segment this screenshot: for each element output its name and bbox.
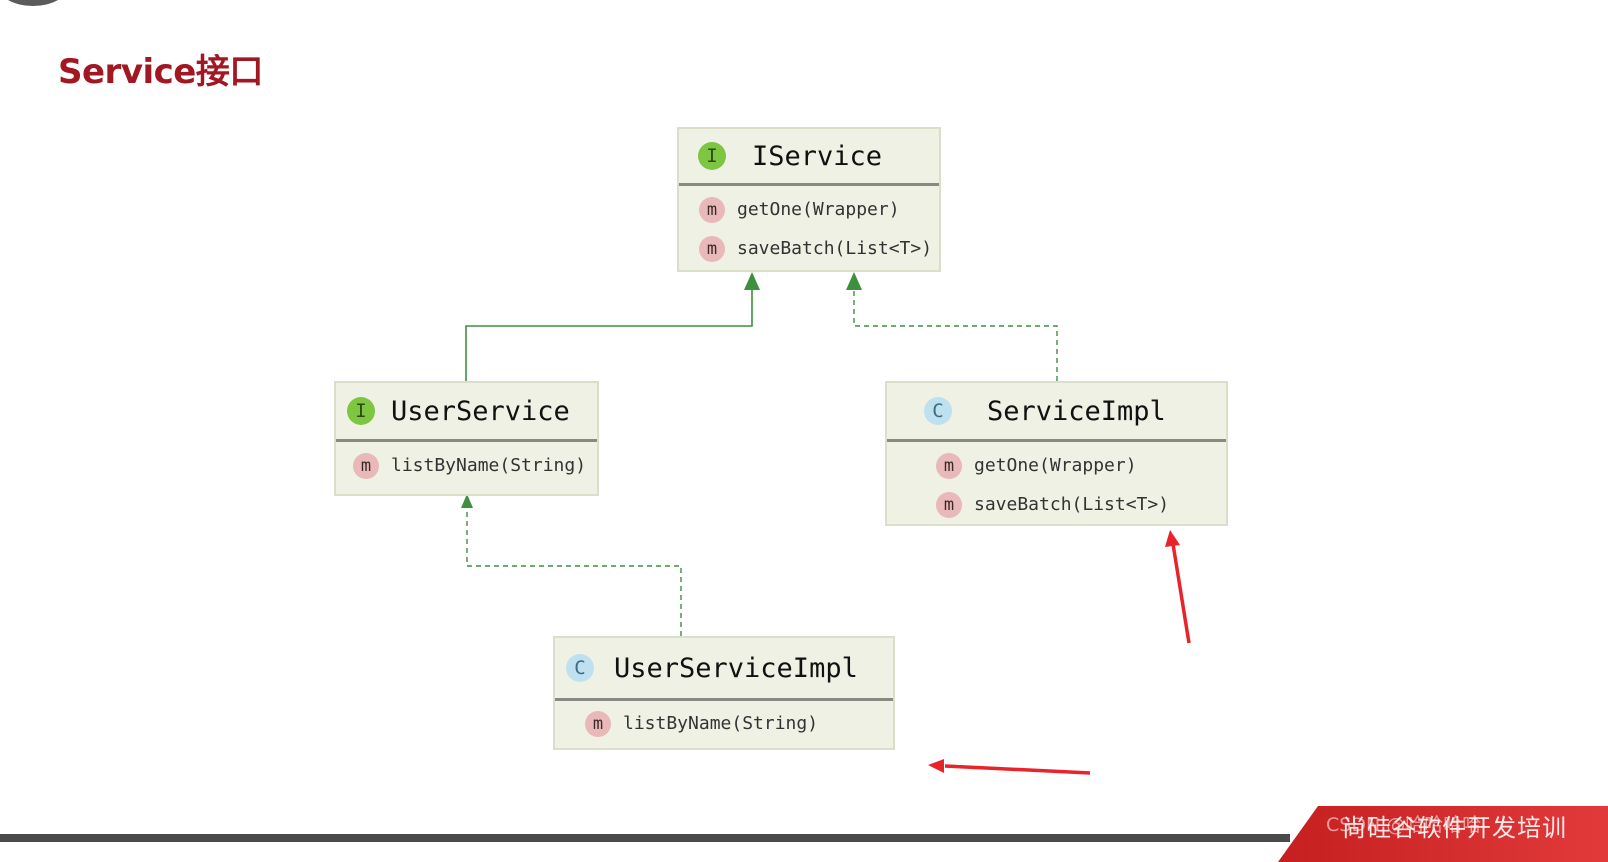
annotation-arrow-left xyxy=(944,764,1091,775)
class-name: UserServiceImpl xyxy=(614,652,858,684)
member-row: m listByName(String) xyxy=(336,446,597,485)
class-header: I UserService xyxy=(336,383,597,442)
member-label: saveBatch(List<T>) xyxy=(737,238,933,259)
extends-arrowhead xyxy=(744,272,760,290)
class-box-iservice: I IService m getOne(Wrapper) m saveBatch… xyxy=(677,127,941,272)
class-box-userserviceimpl: C UserServiceImpl m listByName(String) xyxy=(553,636,895,750)
member-label: getOne(Wrapper) xyxy=(974,455,1137,476)
implements-line-userserviceimpl xyxy=(466,508,682,636)
watermark-background xyxy=(1278,806,1608,862)
method-badge-icon: m xyxy=(699,235,725,262)
method-badge-icon: m xyxy=(936,491,962,518)
implements-arrowhead-userserviceimpl xyxy=(461,494,473,508)
interface-badge-icon: I xyxy=(347,397,375,425)
watermark-sub-text: CSDN @哈哈哈哈 xyxy=(1326,814,1482,836)
member-row: m listByName(String) xyxy=(555,704,893,743)
member-label: saveBatch(List<T>) xyxy=(974,494,1170,515)
member-row: m getOne(Wrapper) xyxy=(679,190,939,229)
method-badge-icon: m xyxy=(936,452,962,479)
class-name: ServiceImpl xyxy=(987,395,1166,427)
class-header: C ServiceImpl xyxy=(887,383,1226,442)
annotation-arrowhead-up xyxy=(1165,530,1180,547)
class-header: I IService xyxy=(679,129,939,186)
annotation-arrowhead-left xyxy=(928,759,944,773)
class-badge-icon: C xyxy=(924,397,952,425)
class-name: UserService xyxy=(391,395,570,427)
implements-line-serviceimpl xyxy=(853,290,1058,381)
bottom-strip xyxy=(0,842,1608,862)
extends-line xyxy=(465,290,753,381)
member-label: listByName(String) xyxy=(623,713,819,734)
watermark-text: 尚硅谷软件开发培训 xyxy=(1342,814,1567,842)
member-row: m saveBatch(List<T>) xyxy=(679,229,939,268)
annotation-arrow-up xyxy=(1171,543,1191,644)
member-label: listByName(String) xyxy=(391,455,587,476)
page-title: Service接口 xyxy=(58,52,263,92)
implements-arrowhead-serviceimpl xyxy=(846,272,862,290)
class-box-userservice: I UserService m listByName(String) xyxy=(334,381,599,496)
method-badge-icon: m xyxy=(585,710,611,737)
progress-bar xyxy=(0,834,1290,842)
class-header: C UserServiceImpl xyxy=(555,638,893,701)
class-name: IService xyxy=(752,140,883,172)
member-row: m saveBatch(List<T>) xyxy=(887,485,1226,524)
method-badge-icon: m xyxy=(353,452,379,479)
member-row: m getOne(Wrapper) xyxy=(887,446,1226,485)
avatar xyxy=(0,0,68,6)
interface-badge-icon: I xyxy=(698,142,726,170)
method-badge-icon: m xyxy=(699,196,725,223)
class-badge-icon: C xyxy=(566,654,594,682)
member-label: getOne(Wrapper) xyxy=(737,199,900,220)
class-box-serviceimpl: C ServiceImpl m getOne(Wrapper) m saveBa… xyxy=(885,381,1228,526)
watermark: CSDN @哈哈哈哈 尚硅谷软件开发培训 xyxy=(1278,806,1608,862)
